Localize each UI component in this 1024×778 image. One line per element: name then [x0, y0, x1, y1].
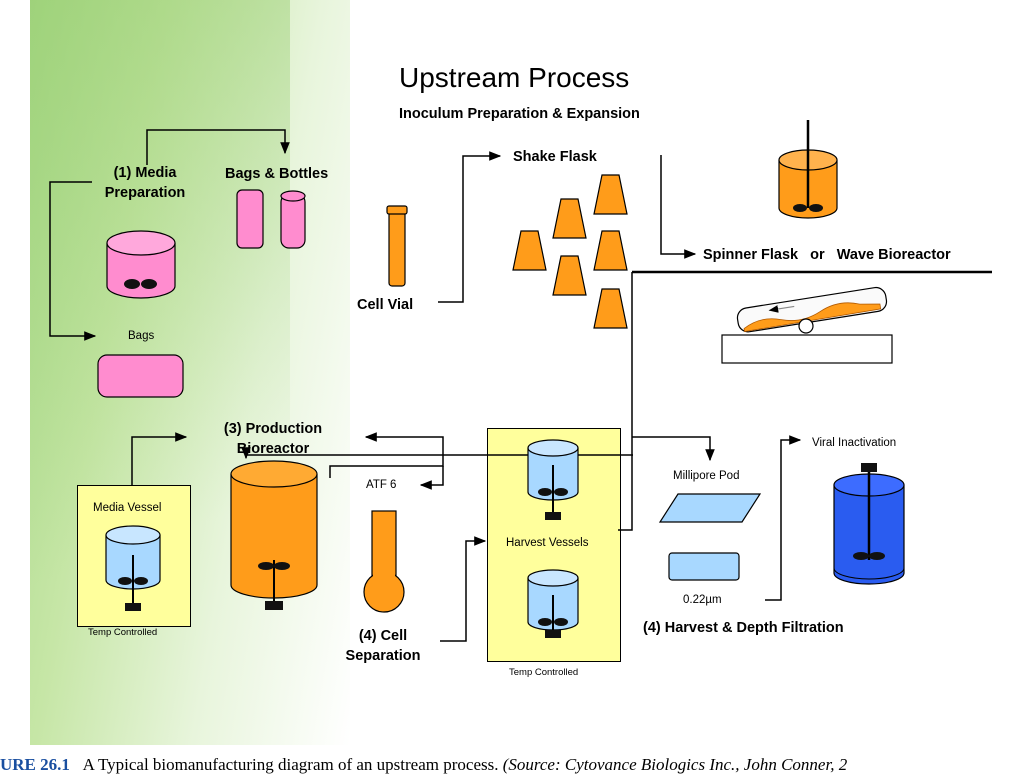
page-subtitle: Inoculum Preparation & Expansion	[399, 106, 640, 122]
arrow-to-millipore	[632, 436, 715, 462]
millipore-pod-label: Millipore Pod	[673, 470, 740, 482]
millipore-pod-icon	[658, 493, 762, 523]
shake-flask-label: Shake Flask	[513, 149, 597, 165]
viral-inactivation-tank-icon	[833, 463, 905, 585]
atf6-label: ATF 6	[366, 479, 397, 491]
bags-label: Bags	[128, 330, 155, 342]
page-title: Upstream Process	[399, 62, 630, 93]
line-production-harvest	[241, 447, 633, 460]
line-down-to-harvest	[618, 272, 633, 531]
bags-bottles-label: Bags & Bottles	[225, 166, 329, 182]
wave-bioreactor-icon	[721, 286, 893, 364]
harvest-vessels-label: Harvest Vessels	[506, 537, 589, 549]
filter-size-label: 0.22µm	[683, 594, 722, 606]
caption-source: (Source: Cytovance Biologics Inc., John …	[502, 755, 848, 774]
arrow-to-spinner-flask	[660, 155, 697, 259]
shake-flask-icons	[512, 174, 628, 329]
production-bioreactor-icon	[230, 460, 318, 610]
bag-icon	[236, 189, 264, 249]
bags-icon	[97, 354, 184, 398]
bottle-icon	[280, 193, 306, 249]
arrow-to-bags-bottles	[146, 129, 290, 165]
media-prep-tank-icon	[106, 230, 176, 299]
cell-vial-icon	[386, 205, 408, 287]
harvest-vessel-bottom-icon	[527, 569, 579, 638]
harvest-depth-label: (4) Harvest & Depth Filtration	[643, 620, 844, 636]
viral-inactivation-label: Viral Inactivation	[812, 437, 897, 449]
connectors	[49, 129, 992, 642]
media-vessel-tank-icon	[105, 525, 161, 611]
media-prep-label: (1) Media Preparation	[104, 165, 186, 201]
arrow-to-bags	[49, 181, 97, 341]
figure-caption: URE 26.1 A Typical biomanufacturing diag…	[0, 755, 847, 775]
media-vessel-label: Media Vessel	[93, 502, 162, 514]
filter-icon	[668, 552, 740, 581]
temp-controlled-left-label: Temp Controlled	[88, 627, 158, 638]
cell-vial-label: Cell Vial	[357, 297, 414, 313]
spinner-flask-icon	[778, 120, 838, 219]
arrow-to-atf6	[419, 466, 444, 490]
arrow-atf-return	[329, 432, 444, 478]
production-bioreactor-label: (3) Production Bioreactor	[223, 421, 323, 457]
spinner-flask-label: Spinner Flask or Wave Bioreactor	[703, 247, 951, 263]
figure-number: URE 26.1	[0, 755, 70, 774]
arrow-to-harvest-vessels	[440, 536, 487, 642]
arrow-to-shake-flask	[438, 151, 502, 303]
arrow-to-viral	[765, 435, 802, 601]
cell-separation-label: (4) Cell Separation	[345, 628, 421, 664]
temp-controlled-mid-label: Temp Controlled	[509, 667, 579, 678]
harvest-vessel-top-icon	[527, 439, 579, 520]
arrow-to-production	[131, 432, 188, 485]
caption-text: A Typical biomanufacturing diagram of an…	[82, 755, 499, 774]
atf6-separator-icon	[363, 510, 405, 613]
